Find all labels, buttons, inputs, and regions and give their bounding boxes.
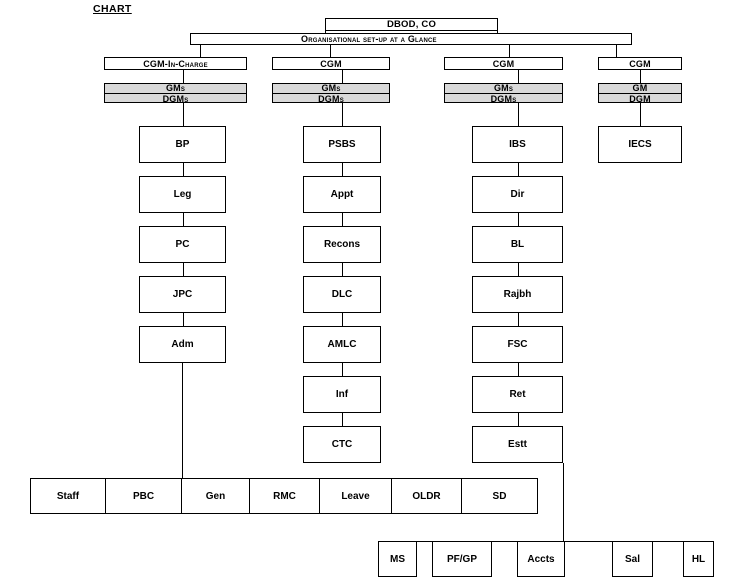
connector bbox=[563, 463, 564, 541]
connector bbox=[518, 363, 519, 376]
subunit-box-hl: HL bbox=[683, 541, 714, 577]
unit-box-bl: BL bbox=[472, 226, 563, 263]
subunit-cell-rmc: RMC bbox=[250, 479, 320, 513]
connector bbox=[325, 30, 326, 33]
unit-box-psbs: PSBS bbox=[303, 126, 381, 163]
connector bbox=[518, 413, 519, 426]
unit-box-bp: BP bbox=[139, 126, 226, 163]
unit-box-recons: Recons bbox=[303, 226, 381, 263]
connector bbox=[518, 263, 519, 276]
subunit-box-sal: Sal bbox=[612, 541, 653, 577]
subunit-cell-staff: Staff bbox=[31, 479, 106, 513]
connector bbox=[518, 103, 519, 126]
chart-title: CHART bbox=[93, 3, 132, 15]
connector bbox=[518, 213, 519, 226]
connector bbox=[342, 413, 343, 426]
subunit-box-ms: MS bbox=[378, 541, 417, 577]
connector bbox=[518, 70, 519, 83]
unit-box-estt: Estt bbox=[472, 426, 563, 463]
unit-box-ret: Ret bbox=[472, 376, 563, 413]
unit-box-ibs: IBS bbox=[472, 126, 563, 163]
connector bbox=[200, 45, 201, 57]
unit-box-fsc: FSC bbox=[472, 326, 563, 363]
division-head-box-4: CGM bbox=[598, 57, 682, 70]
unit-box-ctc: CTC bbox=[303, 426, 381, 463]
unit-box-amlc: AMLC bbox=[303, 326, 381, 363]
connector bbox=[342, 313, 343, 326]
unit-box-dir: Dir bbox=[472, 176, 563, 213]
subunit-cell-gen: Gen bbox=[182, 479, 250, 513]
officers-box-4: GM DGM bbox=[598, 82, 682, 104]
unit-box-pc: PC bbox=[139, 226, 226, 263]
connector bbox=[518, 313, 519, 326]
unit-box-adm: Adm bbox=[139, 326, 226, 363]
connector bbox=[342, 363, 343, 376]
connector bbox=[183, 103, 184, 126]
connector bbox=[183, 263, 184, 276]
connector bbox=[342, 263, 343, 276]
division-head-box-1: CGM-In-Charge bbox=[104, 57, 247, 70]
dgm-label: DGMs bbox=[273, 92, 389, 104]
unit-box-jpc: JPC bbox=[139, 276, 226, 313]
connector bbox=[183, 163, 184, 176]
unit-box-appt: Appt bbox=[303, 176, 381, 213]
officers-box-1: GMs DGMs bbox=[104, 82, 247, 104]
subunit-cell-pbc: PBC bbox=[106, 479, 182, 513]
unit-box-dlc: DLC bbox=[303, 276, 381, 313]
adm-subunit-row: Staff PBC Gen RMC Leave OLDR SD bbox=[30, 478, 538, 514]
connector bbox=[640, 103, 641, 126]
subunit-box-accts: Accts bbox=[517, 541, 565, 577]
connector bbox=[342, 213, 343, 226]
connector bbox=[342, 103, 343, 126]
subunit-cell-oldr: OLDR bbox=[392, 479, 462, 513]
connector bbox=[509, 45, 510, 57]
gm-label: GMs bbox=[165, 82, 186, 93]
banner-box: Organisational set-up at a Glance bbox=[190, 33, 632, 45]
root-box: DBOD, CO bbox=[325, 18, 498, 31]
subunit-box-pfgp: PF/GP bbox=[432, 541, 492, 577]
division-head-box-2: CGM bbox=[272, 57, 390, 70]
connector bbox=[183, 213, 184, 226]
connector bbox=[182, 363, 183, 478]
division-head-box-3: CGM bbox=[444, 57, 563, 70]
dgm-label: DGMs bbox=[105, 92, 246, 104]
officers-box-3: GMs DGMs bbox=[444, 82, 563, 104]
unit-box-inf: Inf bbox=[303, 376, 381, 413]
connector bbox=[342, 70, 343, 83]
connector bbox=[342, 163, 343, 176]
connector bbox=[330, 45, 331, 57]
gm-label: GMs bbox=[493, 82, 514, 93]
connector bbox=[640, 70, 641, 83]
connector bbox=[518, 163, 519, 176]
officers-box-2: GMs DGMs bbox=[272, 82, 390, 104]
connector bbox=[616, 45, 617, 57]
subunit-cell-sd: SD bbox=[492, 490, 507, 502]
connector bbox=[497, 30, 498, 33]
dgm-label: DGM bbox=[599, 92, 681, 104]
connector bbox=[183, 313, 184, 326]
gm-label: GM bbox=[632, 82, 648, 93]
unit-box-rajbh: Rajbh bbox=[472, 276, 563, 313]
subunit-cell-leave: Leave bbox=[320, 479, 392, 513]
unit-box-leg: Leg bbox=[139, 176, 226, 213]
gm-label: GMs bbox=[321, 82, 341, 93]
connector bbox=[183, 70, 184, 83]
dgm-label: DGMs bbox=[445, 92, 562, 104]
unit-box-iecs: IECS bbox=[598, 126, 682, 163]
